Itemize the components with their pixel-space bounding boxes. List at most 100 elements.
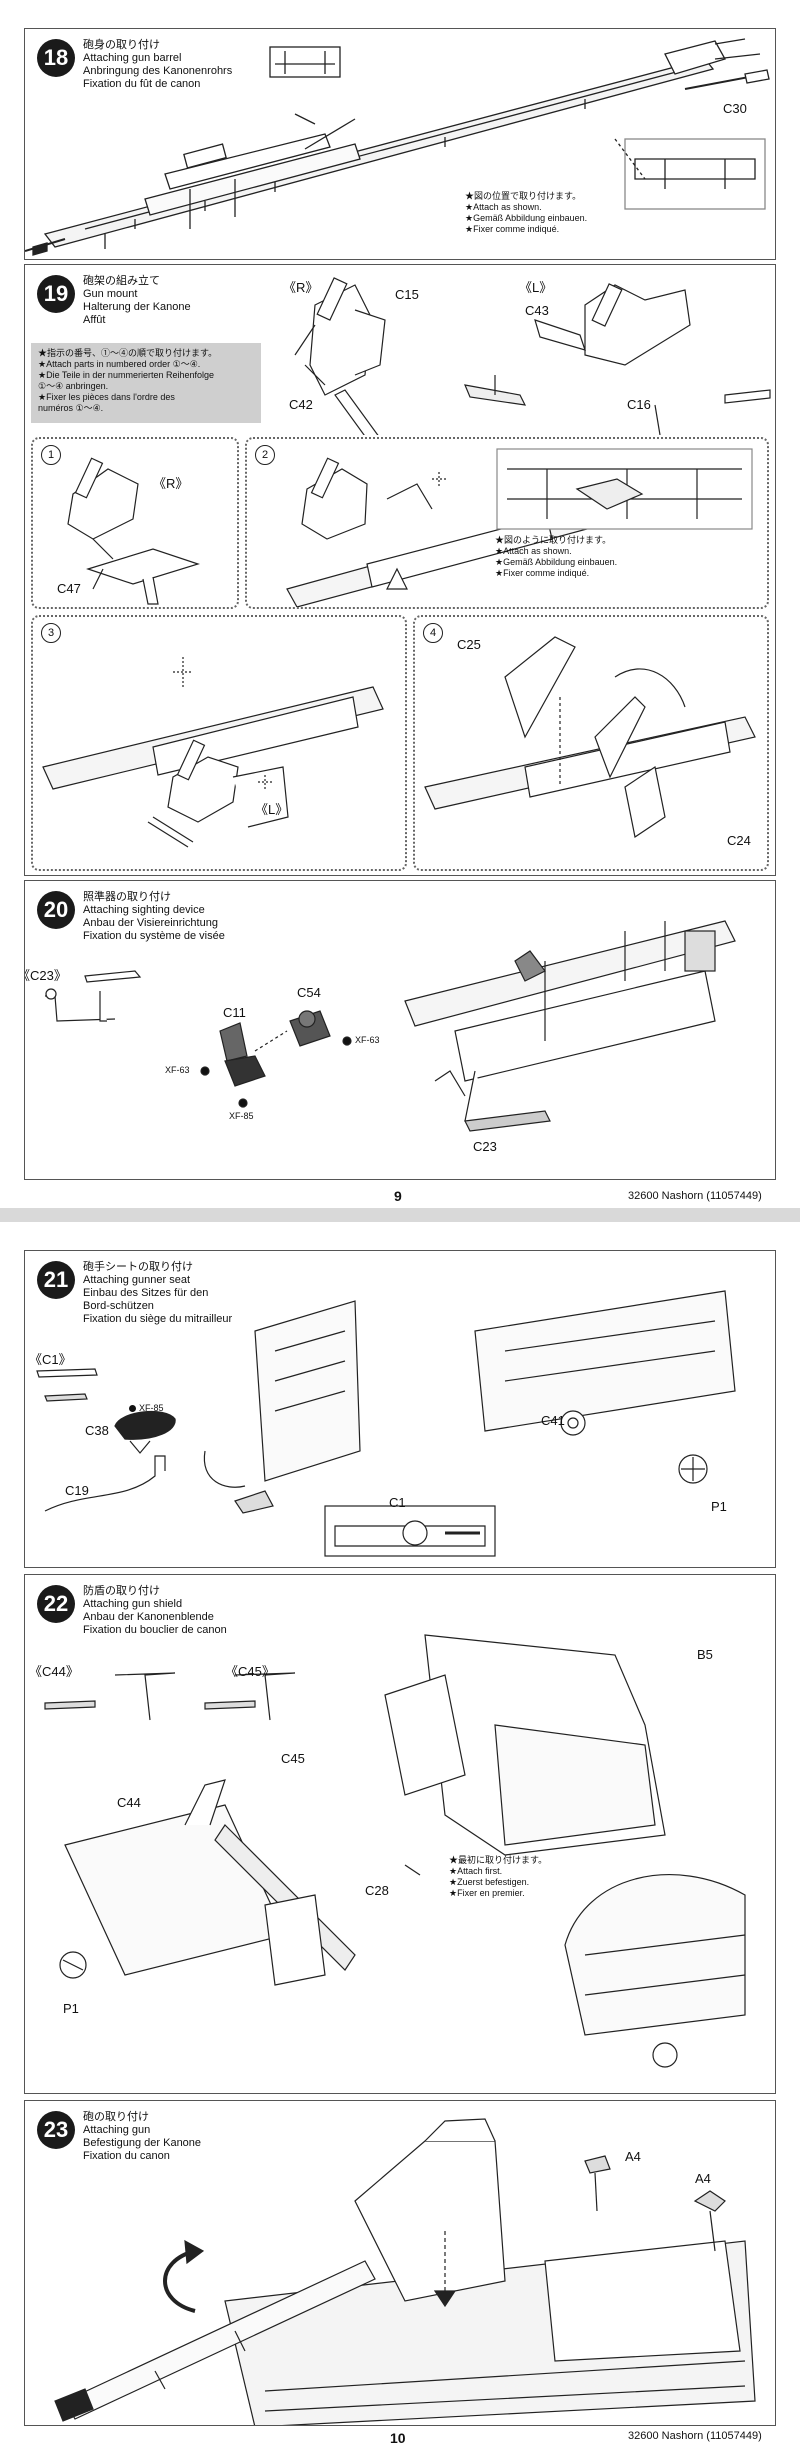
gun-shield-drawing [44,1634,746,2068]
title-en: Attaching gunner seat [83,1274,191,1286]
title-jp: 防盾の取り付け [83,1585,160,1597]
part-label-c43: C43 [525,303,549,318]
detail-label-c44: 《C44》 [29,1664,79,1679]
step-23-header: 23 砲の取り付け Attaching gun Befestigung der … [37,2111,201,2163]
sub-step-number: 2 [255,445,275,465]
sub-step-2: 2 ★図のように取り付けます。 ★Attach [245,437,769,609]
gun-barrel-drawing [25,38,770,256]
sub-step-number: 1 [41,445,61,465]
part-label-c19: C19 [65,1483,89,1498]
title-de-line1: Einbau des Sitzes für den [83,1287,209,1299]
title-de: Anbau der Kanonenblende [83,1611,214,1623]
part-label-c11: C11 [223,1005,246,1020]
sub-step-2-drawing [286,448,753,607]
step-number-badge: 19 [37,275,75,313]
part-label-c25: C25 [457,637,481,652]
step-20-panel: 20 照準器の取り付け Attaching sighting device An… [24,880,776,1180]
step-number-badge: 21 [37,1261,75,1299]
side-label-r: 《R》 [283,280,319,295]
title-de: Befestigung der Kanone [83,2137,202,2149]
step-20-header: 20 照準器の取り付け Attaching sighting device An… [37,891,225,943]
sub-step-1-drawing [67,457,200,605]
step-22-panel: 22 防盾の取り付け Attaching gun shield Anbau de… [24,1574,776,2094]
detail-label-c23: 《C23》 [25,968,67,983]
title-en: Gun mount [83,288,138,300]
attach-note: ★図の位置で取り付けます。 ★Attach as shown. ★Gemäß A… [465,191,588,234]
step-titles: 砲手シートの取り付け Attaching gunner seat Einbau … [83,1261,232,1326]
title-jp: 照準器の取り付け [83,891,171,903]
part-label-p1: P1 [711,1499,727,1514]
part-label-c30: C30 [723,101,747,116]
step-titles: 砲身の取り付け Attaching gun barrel Anbringung … [83,39,232,91]
step-titles: 砲架の組み立て Gun mount Halterung der Kanone A… [83,275,191,327]
part-label-a4-right: A4 [695,2171,711,2186]
step-number-badge: 20 [37,891,75,929]
sub-step-number: 4 [423,623,443,643]
step-18-panel: 18 砲身の取り付け Attaching gun barrel Anbringu… [24,28,776,260]
part-label-c28: C28 [365,1883,389,1898]
sub-step-3-drawing [42,657,384,848]
sub-step-1: 1 《R》 C47 [31,437,239,609]
page-footer: 32600 Nashorn (11057449) [628,2430,762,2442]
part-label-c42: C42 [289,397,313,412]
paint-dot-icon [129,1405,136,1413]
step-19-panel: 19 砲架の組み立て Gun mount Halterung der Kanon… [24,264,776,876]
order-note-box: ★指示の番号、①～④の順で取り付けます。 ★Attach parts in nu… [31,343,261,423]
step-23-panel: 23 砲の取り付け Attaching gun Befestigung der … [24,2100,776,2426]
part-label-c23: C23 [473,1139,497,1154]
title-jp: 砲身の取り付け [83,39,160,51]
side-label-l: 《L》 [519,280,553,295]
step-21-panel: 21 砲手シートの取り付け Attaching gunner seat Einb… [24,1250,776,1568]
step-titles: 砲の取り付け Attaching gun Befestigung der Kan… [83,2111,201,2163]
step-19-header: 19 砲架の組み立て Gun mount Halterung der Kanon… [37,275,191,327]
paint-callout-xf63-right: XF-63 [355,1035,380,1045]
part-label-p1: P1 [63,2001,79,2016]
step-18-header: 18 砲身の取り付け Attaching gun barrel Anbringu… [37,39,232,91]
step-number-badge: 22 [37,1585,75,1623]
part-label-c44: C44 [117,1795,141,1810]
paint-callout-xf85: XF-85 [129,1403,164,1414]
page-separator [0,1208,800,1222]
title-de: Anbau der Visiereinrichtung [83,917,218,929]
title-fr: Fixation du fût de canon [83,78,201,90]
instruction-page-9: 18 砲身の取り付け Attaching gun barrel Anbringu… [0,0,800,1208]
page-footer: 32600 Nashorn (11057449) [628,1190,762,1202]
step-22-header: 22 防盾の取り付け Attaching gun shield Anbau de… [37,1585,227,1637]
title-en: Attaching gun [83,2124,151,2136]
step-titles: 防盾の取り付け Attaching gun shield Anbau der K… [83,1585,227,1637]
title-de: Halterung der Kanone [83,301,191,313]
sub-step-4: 4 C25 C24 [413,615,769,871]
title-de-line2: Bord-schützen [83,1300,154,1312]
title-jp: 砲手シートの取り付け [83,1261,193,1273]
sub-step-4-drawing [424,636,756,838]
title-en: Attaching gun barrel [83,52,182,64]
detail-label-c1: 《C1》 [29,1352,72,1367]
detail-label-c45: 《C45》 [225,1664,275,1679]
title-fr: Fixation du siège du mitrailleur [83,1313,233,1325]
instruction-page-10: 21 砲手シートの取り付け Attaching gunner seat Einb… [0,1222,800,2448]
title-jp: 砲の取り付け [83,2111,149,2123]
part-label-b5: B5 [697,1647,713,1662]
part-label-c38: C38 [85,1423,109,1438]
title-jp: 砲架の組み立て [83,275,160,287]
title-fr: Fixation du bouclier de canon [83,1624,227,1636]
side-label-r: 《R》 [153,476,189,491]
title-de: Anbringung des Kanonenrohrs [83,65,233,77]
paint-callout-xf85: XF-85 [229,1111,254,1121]
step-number-badge: 18 [37,39,75,77]
title-en: Attaching gun shield [83,1598,183,1610]
part-label-c15: C15 [395,287,419,302]
gun-installation-drawing [54,2118,756,2425]
attach-first-note: ★最初に取り付けます。 ★Attach first. ★Zuerst befes… [449,1855,548,1898]
part-label-c1: C1 [389,1495,406,1510]
part-label-c47: C47 [57,581,81,596]
step-21-header: 21 砲手シートの取り付け Attaching gunner seat Einb… [37,1261,232,1326]
sub-step-number: 3 [41,623,61,643]
step-number-badge: 23 [37,2111,75,2149]
part-label-a4-top: A4 [625,2149,641,2164]
part-label-c45: C45 [281,1751,305,1766]
page-number: 10 [390,2430,406,2446]
title-en: Attaching sighting device [83,904,205,916]
part-label-c54: C54 [297,985,321,1000]
gunner-seat-drawing [36,1290,736,1557]
